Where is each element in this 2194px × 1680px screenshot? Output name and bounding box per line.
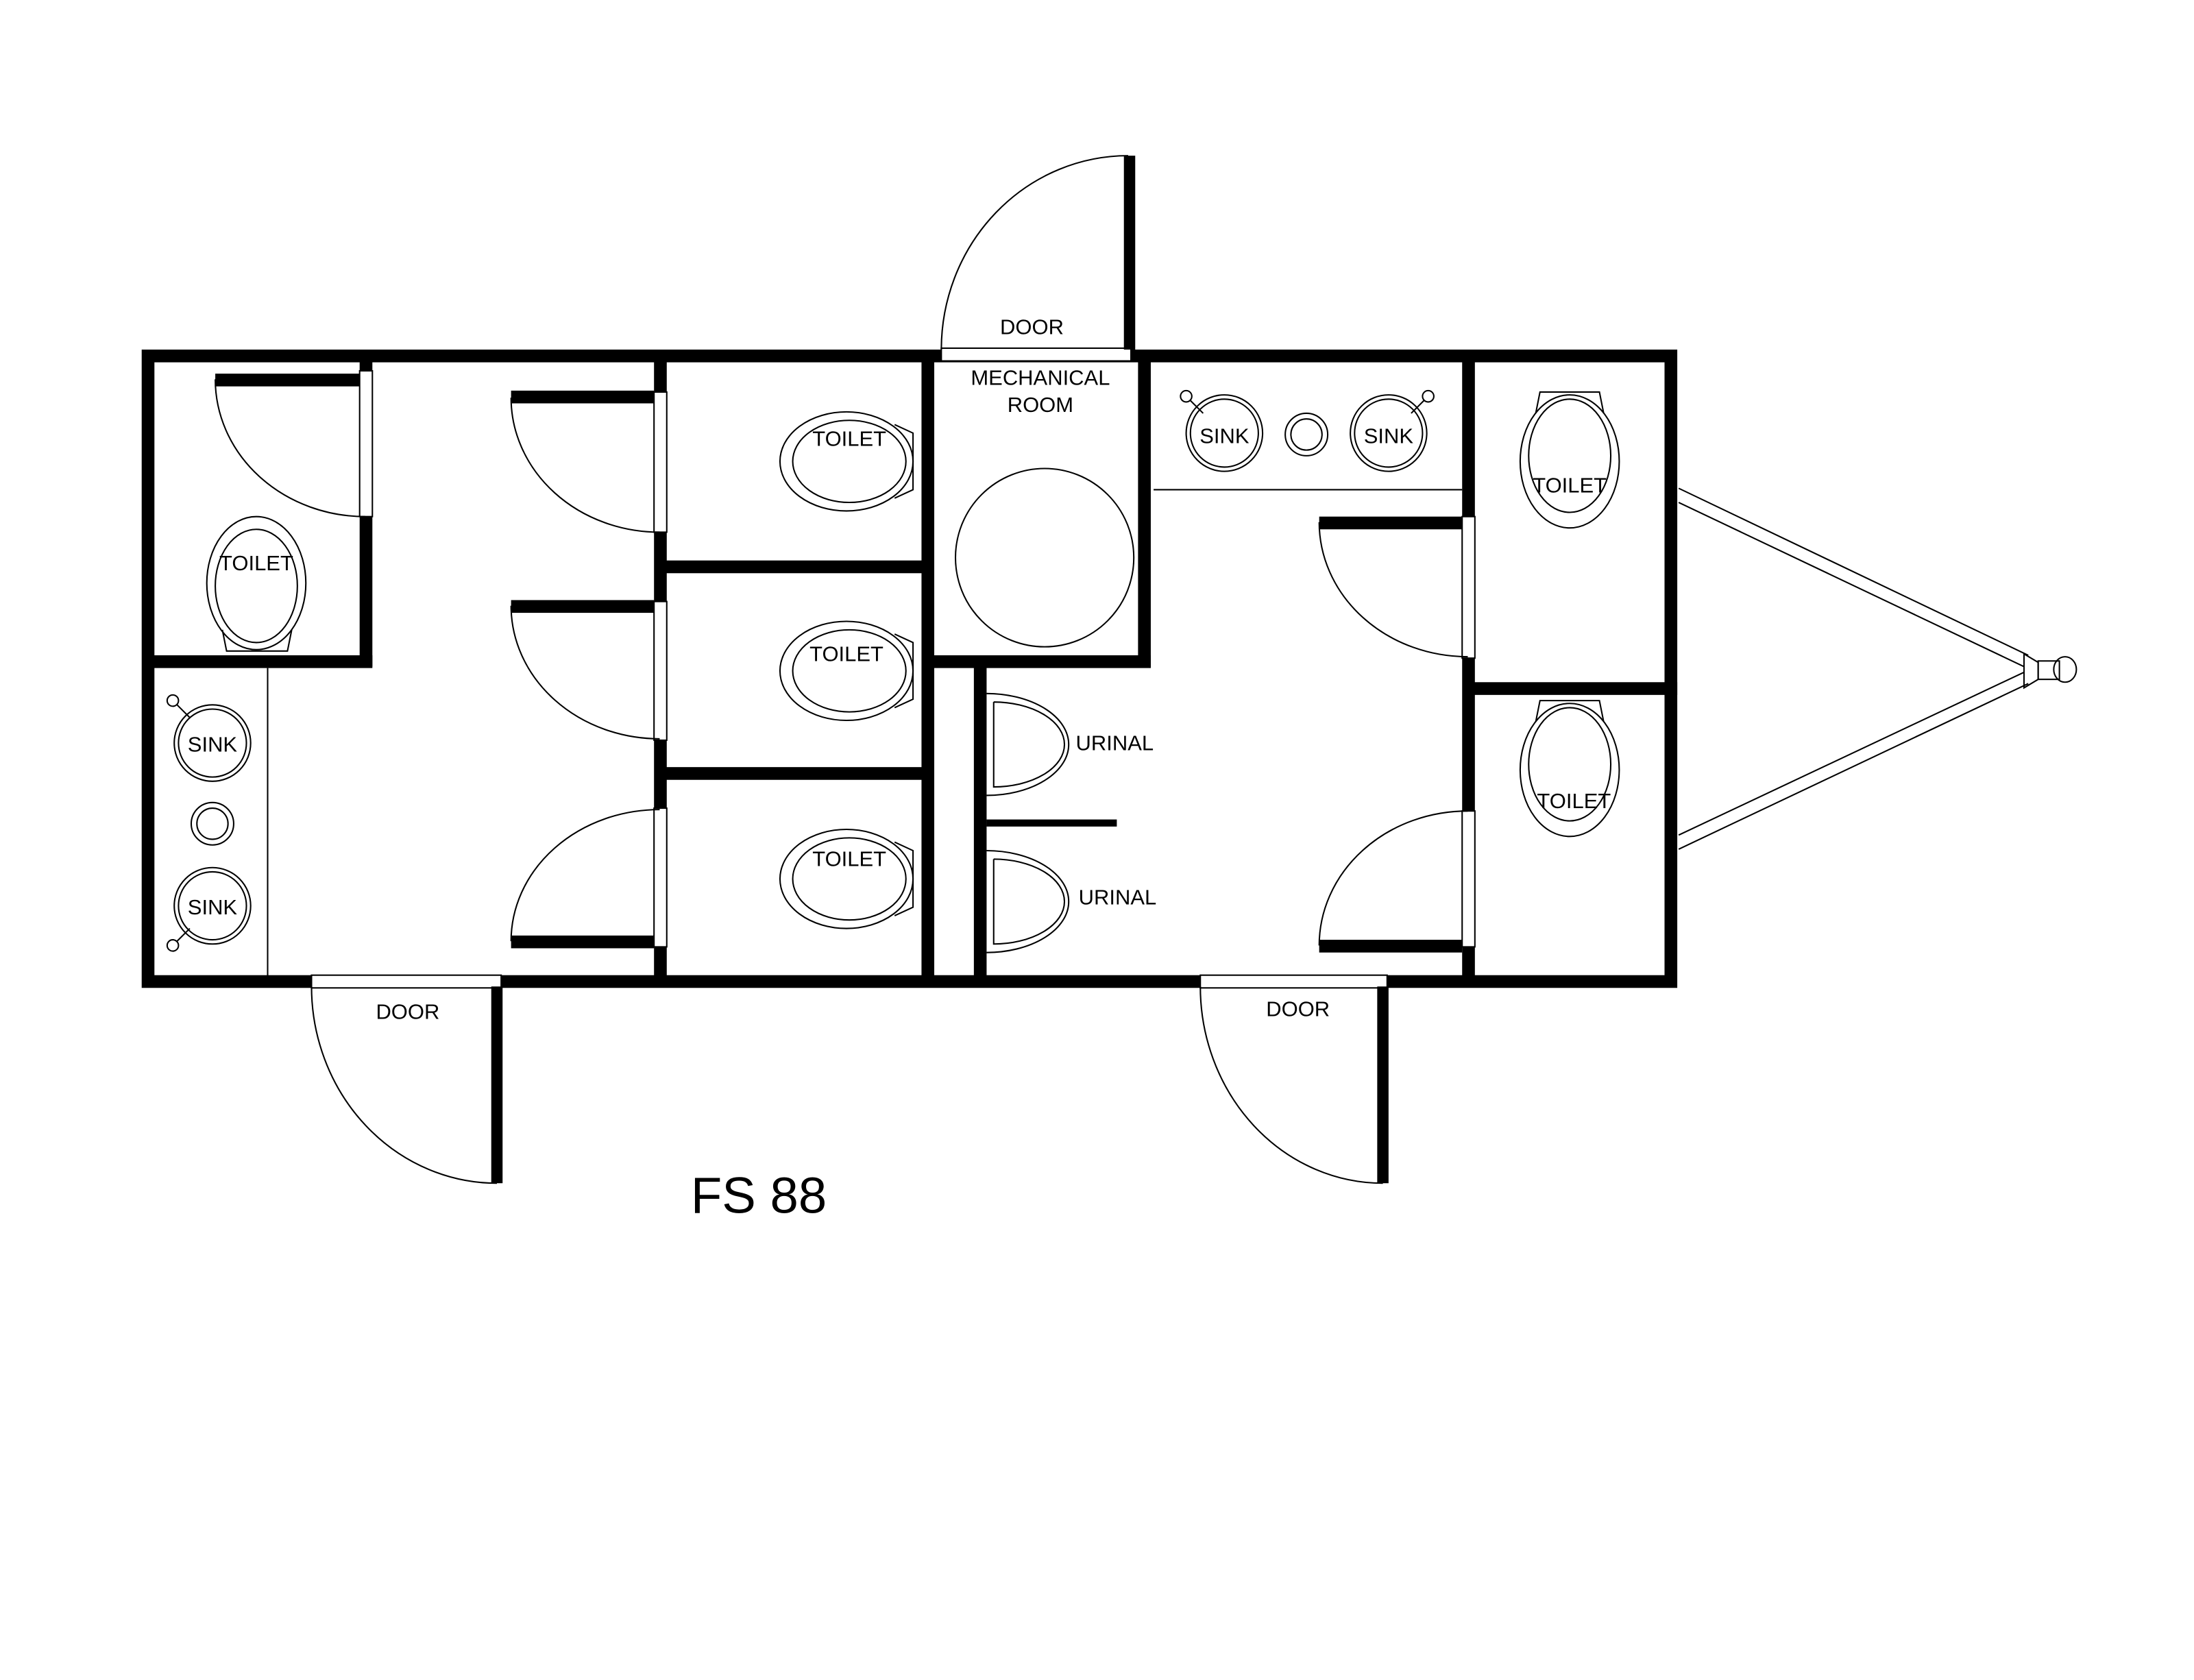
toilet-stall-2: TOILET — [779, 620, 914, 722]
toilet-left: TOILET — [206, 515, 307, 652]
toilet-stall-1: TOILET — [779, 411, 914, 512]
svg-text:TOILET: TOILET — [809, 642, 883, 666]
interior-door-stall-2[interactable] — [510, 600, 668, 741]
svg-text:TOILET: TOILET — [1537, 789, 1611, 813]
toilet-stall-3: TOILET — [779, 828, 914, 929]
interior-door-stall-1[interactable] — [510, 390, 668, 533]
sink-left-1: SINK — [166, 694, 252, 782]
bottom-right-door-opening — [1199, 974, 1388, 989]
drain-left — [190, 801, 234, 846]
interior-door-stall-3[interactable] — [510, 807, 668, 949]
urinal-2: URINAL — [986, 849, 1157, 953]
trailer-hitch — [1678, 487, 2077, 850]
interior-door-left-toilet[interactable] — [215, 369, 374, 518]
svg-text:TOILET: TOILET — [812, 847, 886, 871]
bottom-left-door[interactable]: DOOR — [310, 986, 503, 1184]
interior-door-right-toilet-2[interactable] — [1318, 810, 1476, 953]
svg-text:TOILET: TOILET — [1533, 474, 1607, 498]
svg-text:URINAL: URINAL — [1079, 885, 1157, 909]
bottom-left-door-opening — [310, 974, 502, 989]
model-title: FS 88 — [691, 1167, 827, 1224]
sink-top-2: SINK — [1350, 389, 1435, 472]
svg-text:SINK: SINK — [1199, 424, 1250, 448]
svg-text:SINK: SINK — [188, 895, 238, 919]
toilet-right-2: TOILET — [1519, 700, 1620, 838]
svg-text:SINK: SINK — [188, 732, 238, 756]
door-label: DOOR — [376, 1000, 439, 1024]
mechanical-room-label-2: ROOM — [1008, 393, 1073, 417]
toilet-right-1: TOILET — [1519, 391, 1620, 529]
sink-top-1: SINK — [1180, 389, 1264, 472]
mechanical-room-label-1: MECHANICAL — [971, 366, 1110, 390]
sink-left-2: SINK — [166, 866, 252, 952]
drain-top — [1284, 412, 1329, 456]
bottom-right-door[interactable]: DOOR — [1199, 986, 1389, 1184]
door-label: DOOR — [1000, 315, 1064, 339]
outer-wall — [141, 350, 1678, 988]
top-door-opening — [940, 347, 1132, 362]
svg-text:SINK: SINK — [1364, 424, 1414, 448]
door-label: DOOR — [1266, 997, 1330, 1021]
svg-text:URINAL: URINAL — [1076, 731, 1154, 755]
top-door[interactable]: DOOR — [940, 155, 1136, 350]
interior-door-right-toilet-1[interactable] — [1318, 515, 1476, 659]
water-tank — [954, 467, 1135, 648]
svg-text:TOILET: TOILET — [219, 551, 293, 575]
urinal-1: URINAL — [986, 692, 1154, 796]
svg-text:TOILET: TOILET — [812, 426, 886, 450]
